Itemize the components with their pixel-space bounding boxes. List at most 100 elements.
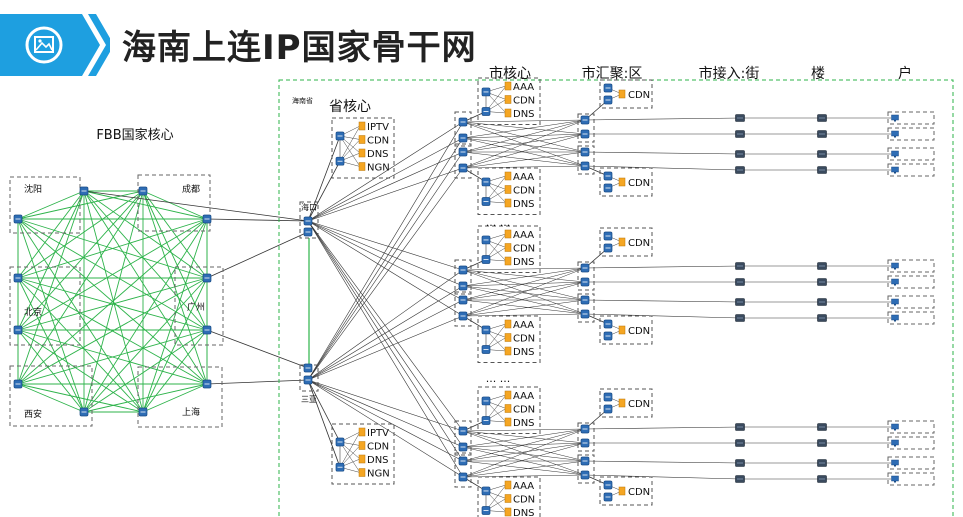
service-server-icon (504, 95, 512, 104)
service-server-icon (504, 108, 512, 118)
agg-router-icon (580, 424, 590, 434)
agg-box (577, 145, 595, 175)
service-router-icon (481, 255, 491, 264)
server-body (358, 135, 366, 144)
link-line (307, 379, 464, 478)
link-line (462, 133, 586, 153)
agg-cdn-server-icon (618, 486, 626, 496)
server-body (504, 108, 512, 118)
service-label-dns: DNS (367, 455, 389, 466)
fbb-mesh-line (142, 190, 208, 279)
agg-cdn-router-icon (603, 183, 613, 193)
home-pc-icon (891, 278, 899, 286)
link-line (462, 428, 586, 462)
server-body (504, 346, 512, 356)
agg-cdn-box (599, 227, 653, 257)
link-line (462, 269, 586, 283)
link-line (462, 428, 586, 432)
building-switch-icon (817, 130, 827, 138)
fbb-router-icon (13, 214, 23, 224)
agg-cdn-box (599, 315, 653, 345)
service-label-cdn: CDN (513, 244, 535, 255)
link-line (307, 299, 464, 381)
service-router-icon (335, 462, 345, 472)
link-line (584, 151, 741, 155)
server-body (618, 486, 626, 496)
service-label-cdn: CDN (513, 334, 535, 345)
service-label-dns: DNS (367, 149, 389, 160)
agg-cdn-label: CDN (628, 178, 650, 189)
building-switch-icon (817, 439, 827, 447)
link-line (307, 121, 464, 381)
fbb-mesh-line (83, 190, 208, 331)
server-body (358, 454, 366, 464)
pc-screen (891, 130, 899, 137)
link-line (462, 119, 586, 123)
server-body (618, 89, 626, 99)
agg-router-icon (580, 129, 590, 139)
home-box (887, 420, 935, 434)
building-switch-icon (817, 166, 827, 174)
service-label-dns: DNS (513, 199, 535, 210)
pc-screen (891, 114, 899, 121)
building-switch-icon (817, 114, 827, 122)
home-pc-icon (891, 439, 899, 447)
service-router-icon (481, 396, 491, 406)
service-server-icon (504, 319, 512, 329)
fbb-mesh-line (17, 190, 85, 220)
server-body (504, 256, 512, 266)
access-switch-icon (735, 459, 745, 467)
fbb-router-icon (202, 325, 212, 335)
title-bar: 海南上连IP国家骨干网 (0, 0, 963, 90)
service-label-cdn: CDN (367, 136, 389, 147)
city-core-box (454, 452, 472, 488)
fbb-city-box (9, 176, 81, 234)
fbb-router-icon (138, 407, 148, 417)
link-line (462, 428, 586, 448)
link-line (485, 323, 507, 350)
city-core-box (454, 111, 472, 147)
server-body (358, 148, 366, 158)
agg-cdn-box (599, 388, 653, 418)
server-body (504, 494, 512, 503)
link-line (462, 430, 586, 462)
agg-cdn-router-icon (603, 392, 613, 402)
server-body (504, 390, 512, 400)
city-core-box (454, 291, 472, 327)
fbb-mesh-line (17, 218, 208, 385)
service-label-aaa: AAA (513, 172, 534, 183)
link-line (206, 379, 309, 385)
agg-cdn-label: CDN (628, 326, 650, 337)
pc-stand (894, 445, 896, 447)
home-box (887, 295, 935, 309)
agg-cdn-server-icon (618, 237, 626, 247)
agg-cdn-router-icon (603, 492, 613, 502)
link-line (462, 430, 586, 444)
province-core-router-icon (303, 216, 313, 226)
service-router-icon (481, 197, 491, 206)
fbb-city-label: 广州 (187, 301, 205, 313)
agg-router-icon (580, 161, 590, 171)
fbb-mesh-line (83, 190, 144, 413)
fbb-label: FBB国家核心 (96, 127, 173, 143)
fbb-router-icon (13, 273, 23, 283)
access-switch-icon (735, 150, 745, 158)
link-line (462, 460, 586, 476)
agg-router-icon (580, 147, 590, 157)
city-service-box (477, 315, 541, 363)
link-line (462, 267, 586, 301)
link-line (462, 121, 586, 153)
link-line (584, 165, 741, 171)
link-line (462, 460, 586, 478)
city-core-router-icon (458, 442, 468, 452)
fbb-mesh-line (142, 383, 208, 413)
agg-box (577, 293, 595, 323)
service-server-icon (504, 480, 512, 490)
service-label-dns: DNS (513, 347, 535, 358)
service-label-dns: DNS (513, 508, 535, 517)
service-label-aaa: AAA (513, 391, 534, 402)
service-label-aaa: AAA (513, 82, 534, 93)
link-line (307, 220, 464, 287)
link-line (584, 313, 741, 319)
server-body (504, 507, 512, 517)
